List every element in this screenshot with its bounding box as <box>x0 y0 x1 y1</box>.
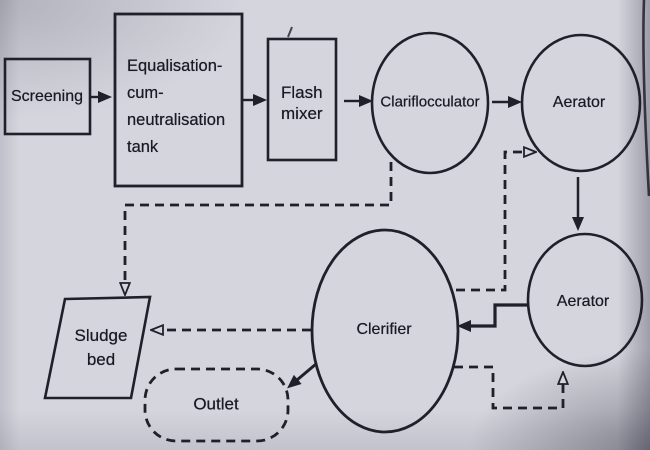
equalisation-tank-box <box>113 12 244 188</box>
arrow-aerator-bottom-to-clerifier <box>457 303 527 332</box>
dashed-line-clariflocculator-to-sludge-bed <box>125 162 393 283</box>
arrow-clerifier-to-outlet <box>287 362 317 389</box>
screening-box <box>3 57 92 136</box>
clerifier-ellipse <box>310 228 460 434</box>
aerator-top-ellipse <box>520 33 642 173</box>
clariflocculator-ellipse <box>370 31 490 175</box>
aerator-bottom-ellipse <box>526 232 644 368</box>
dashed-line-clerifier-to-aerator-top <box>456 152 524 292</box>
page-edge-line <box>642 0 650 197</box>
outlet-rounded-box <box>143 367 290 443</box>
dashed-line-clerifier-to-aerator-bottom <box>454 365 563 410</box>
stray-mark <box>287 26 293 38</box>
flash-mixer-box <box>266 37 338 162</box>
sludge-bed-parallelogram <box>43 295 152 400</box>
